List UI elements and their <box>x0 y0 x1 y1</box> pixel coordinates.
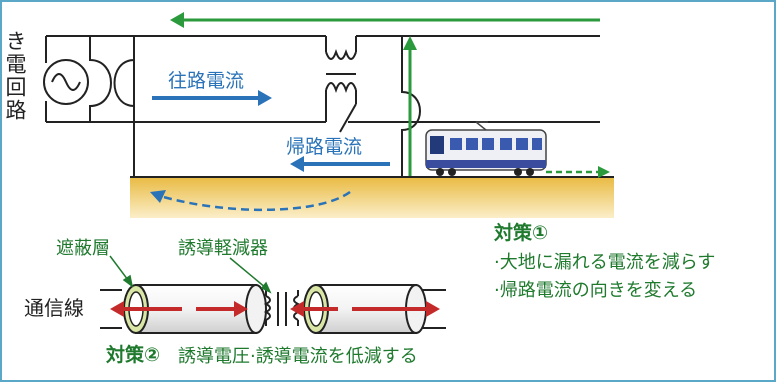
return-current-label: 帰路電流 <box>286 136 363 158</box>
induction-reducer-label: 誘導軽減器 <box>178 238 268 259</box>
booster-transformer <box>325 36 357 133</box>
measure1-item: ·帰路電流の向きを変える <box>494 280 698 301</box>
return-current-arrow <box>290 156 390 172</box>
induced-current-vertical-arrow <box>403 36 417 176</box>
measure1-item: ·大地に漏れる電流を減らす <box>494 252 716 273</box>
measure2-title: 対策② <box>106 344 161 366</box>
induced-current-red-arrows <box>110 301 440 317</box>
measure2-text: 誘導電圧·誘導電流を低減する <box>178 346 418 367</box>
label-leaders <box>109 255 272 294</box>
train-icon <box>425 121 547 176</box>
outbound-current-label: 往路電流 <box>168 70 245 92</box>
measure1-title: 対策① <box>494 222 549 244</box>
train-current-arrow <box>546 166 610 178</box>
shield-layer-label: 遮蔽層 <box>56 238 110 259</box>
leakage-current-curve <box>150 190 351 212</box>
communication-line-label: 通信線 <box>24 296 84 320</box>
cable-wires <box>100 289 446 329</box>
induced-current-top-arrow <box>170 12 600 28</box>
outbound-current-arrow <box>152 90 272 106</box>
feeder-wiring <box>45 35 600 177</box>
ac-source-icon <box>43 59 89 105</box>
feeder-circuit-label: き電回路 <box>3 30 27 122</box>
ground <box>130 176 614 218</box>
